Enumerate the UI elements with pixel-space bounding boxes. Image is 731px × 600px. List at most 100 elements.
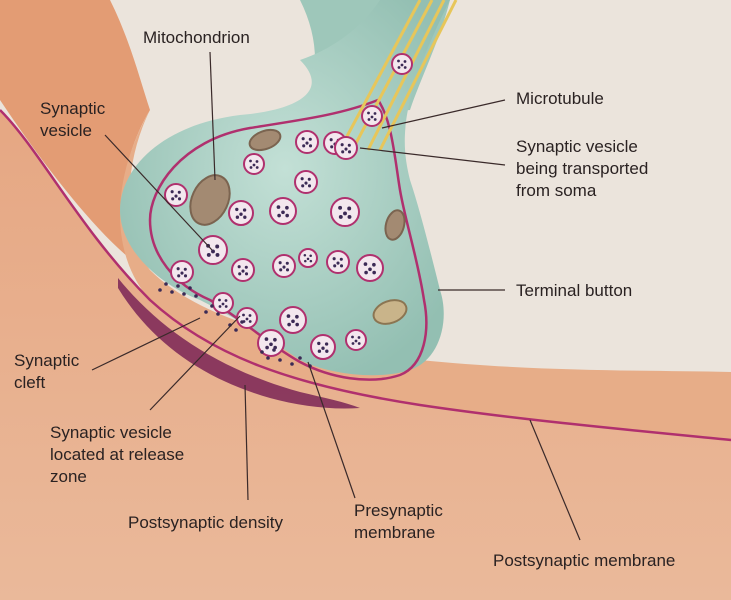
label-synaptic-vesicle: Synaptic vesicle bbox=[40, 98, 105, 142]
transmitter-dot bbox=[242, 313, 245, 317]
transmitter-dot bbox=[304, 181, 308, 185]
transmitter-dot bbox=[221, 302, 225, 306]
mitochondrion-icon bbox=[189, 174, 231, 226]
transmitter-dot bbox=[174, 194, 178, 198]
transmitter-dot bbox=[295, 322, 299, 327]
transmitter-dot bbox=[324, 342, 329, 346]
label-line: Presynaptic bbox=[354, 501, 443, 520]
transmitter-dot bbox=[397, 59, 400, 63]
mitochondria bbox=[189, 128, 408, 325]
transmitter-dot bbox=[180, 271, 184, 275]
transmitter-dot bbox=[244, 265, 248, 269]
leader-synaptic-cleft bbox=[91, 317, 201, 371]
transmitter-dot bbox=[367, 118, 371, 121]
label-line: zone bbox=[50, 467, 87, 486]
label-line: cleft bbox=[14, 373, 46, 392]
transmitter-dot bbox=[344, 147, 348, 151]
transmitter-dot bbox=[277, 213, 281, 218]
transmitter-dot bbox=[304, 259, 307, 263]
transmitter-dot bbox=[338, 214, 343, 219]
transmitter-dot bbox=[248, 320, 252, 323]
transmitter-dot bbox=[330, 145, 334, 149]
label-line: membrane bbox=[354, 523, 436, 542]
transmitter-dot bbox=[309, 254, 312, 258]
transmitter-dot bbox=[287, 322, 291, 327]
transmitter-dot bbox=[357, 336, 361, 339]
transmitter-dot bbox=[403, 66, 407, 69]
transmitter-dot bbox=[302, 144, 306, 148]
transmitter-dot bbox=[300, 177, 304, 181]
transmitter-dot bbox=[321, 346, 325, 350]
transmitter-dot bbox=[215, 244, 220, 249]
transmitter-dot bbox=[265, 345, 269, 350]
transmitter-dot bbox=[218, 298, 221, 302]
released-transmitter-dot bbox=[272, 348, 276, 352]
transmitter-dot bbox=[400, 63, 404, 67]
released-transmitter-dot bbox=[278, 358, 282, 362]
transmitter-dot bbox=[248, 314, 252, 317]
transmitter-dot bbox=[368, 267, 372, 272]
released-transmitter-dot bbox=[216, 312, 220, 316]
transmitter-dot bbox=[357, 342, 361, 345]
label-mitochondrion: Mitochondrion bbox=[143, 28, 250, 47]
label-terminal-button: Terminal button bbox=[516, 281, 633, 300]
label-line: Synaptic bbox=[14, 351, 80, 370]
postsynaptic-tissue bbox=[0, 110, 731, 600]
transmitter-dot bbox=[291, 319, 295, 324]
released-transmitter-dot bbox=[164, 282, 168, 286]
transmitter-dot bbox=[170, 190, 174, 194]
postsynaptic-density-mark bbox=[118, 278, 360, 409]
transmitter-dot bbox=[243, 215, 247, 219]
leader-microtubule bbox=[381, 99, 506, 129]
transmitter-dot bbox=[237, 265, 241, 269]
released-transmitter-dot bbox=[182, 292, 186, 296]
transmitter-dot bbox=[177, 190, 181, 194]
transmitter-dot bbox=[218, 305, 222, 308]
microtubule-icon bbox=[343, 0, 422, 141]
transmitter-dot bbox=[347, 214, 352, 219]
transmitter-dot bbox=[301, 137, 305, 141]
released-transmitter-dot bbox=[188, 286, 192, 290]
transmitter-dot bbox=[281, 210, 285, 215]
transmitter-dot bbox=[241, 269, 245, 273]
neurotransmitter-dots bbox=[158, 282, 312, 368]
leader-lines bbox=[91, 51, 581, 541]
label-line: located at release bbox=[50, 445, 185, 464]
transmitter-dot bbox=[317, 341, 321, 346]
released-transmitter-dot bbox=[204, 310, 208, 314]
label-vesicle-transported: Synaptic vesicle being transported from … bbox=[516, 136, 648, 202]
transmitter-dot bbox=[347, 150, 352, 154]
label-line: being transported bbox=[516, 159, 649, 178]
transmitter-dot bbox=[276, 205, 281, 209]
transmitter-dot bbox=[339, 264, 344, 268]
transmitter-dot bbox=[341, 150, 345, 154]
transmitter-dot bbox=[176, 267, 180, 271]
glial-tissue-left bbox=[0, 0, 150, 270]
released-transmitter-dot bbox=[210, 304, 214, 308]
transmitter-dot bbox=[235, 215, 240, 219]
label-line: Synaptic vesicle bbox=[50, 423, 172, 442]
transmitter-dot bbox=[306, 257, 310, 261]
transmitter-dot bbox=[373, 118, 377, 121]
transmitter-dot bbox=[273, 337, 277, 342]
transmitter-dot bbox=[325, 349, 329, 353]
transmitter-dot bbox=[177, 197, 182, 201]
transmitter-dot bbox=[339, 257, 343, 261]
released-transmitter-dot bbox=[266, 356, 270, 360]
mitochondrion-icon bbox=[248, 128, 282, 152]
transmitter-dot bbox=[367, 111, 370, 115]
transmitter-dot bbox=[364, 270, 368, 275]
transmitter-dot bbox=[278, 261, 282, 265]
label-presynaptic-membrane: Presynaptic membrane bbox=[354, 500, 443, 544]
transmitter-dot bbox=[295, 314, 299, 319]
transmitter-dot bbox=[249, 159, 252, 163]
label-postsynaptic-membrane: Postsynaptic membrane bbox=[493, 551, 676, 570]
transmitter-dot bbox=[354, 339, 358, 343]
transmitter-dot bbox=[347, 206, 352, 211]
transmitter-dot bbox=[242, 208, 247, 212]
transmitter-dot bbox=[307, 184, 312, 188]
transmitter-dot bbox=[317, 349, 322, 353]
label-line: Synaptic vesicle bbox=[516, 137, 638, 156]
transmitter-dot bbox=[308, 137, 312, 141]
label-synaptic-cleft: Synaptic cleft bbox=[14, 350, 79, 394]
